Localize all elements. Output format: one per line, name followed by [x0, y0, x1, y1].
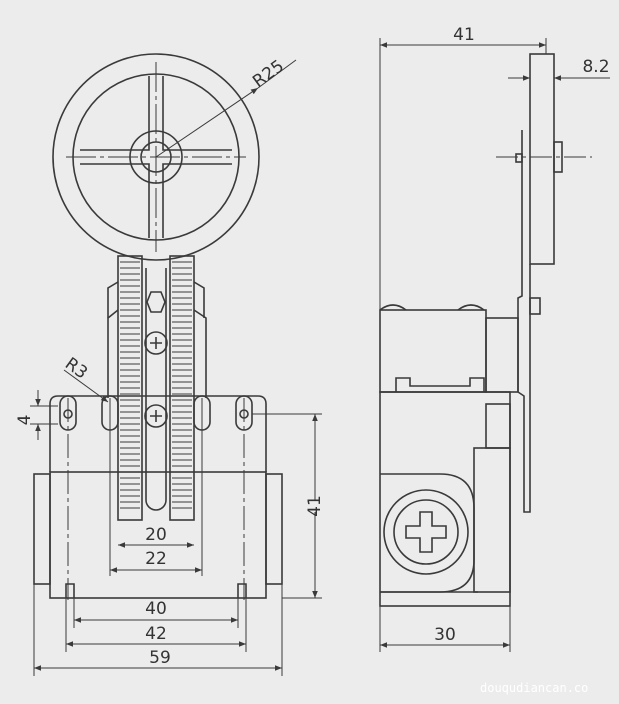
dim-20: 20 — [145, 525, 167, 545]
dim-22: 22 — [145, 549, 167, 569]
dim-r3: R3 — [61, 354, 91, 383]
front-view: R25 — [15, 53, 325, 676]
watermark: douqudiancan.co — [480, 681, 588, 695]
dim-40: 40 — [145, 599, 167, 619]
dim-8-2: 8.2 — [582, 57, 609, 77]
lever-arm — [117, 255, 195, 521]
dim-r25: R25 — [249, 56, 288, 92]
side-view: 41 8.2 30 — [379, 25, 610, 652]
dim-30: 30 — [434, 625, 456, 645]
dim-4: 4 — [15, 415, 35, 426]
dim-41-side: 41 — [453, 25, 475, 45]
dim-42: 42 — [145, 624, 167, 644]
dim-59: 59 — [149, 648, 171, 668]
switch-body-front — [33, 471, 283, 599]
dim-41-height: 41 — [305, 495, 325, 517]
